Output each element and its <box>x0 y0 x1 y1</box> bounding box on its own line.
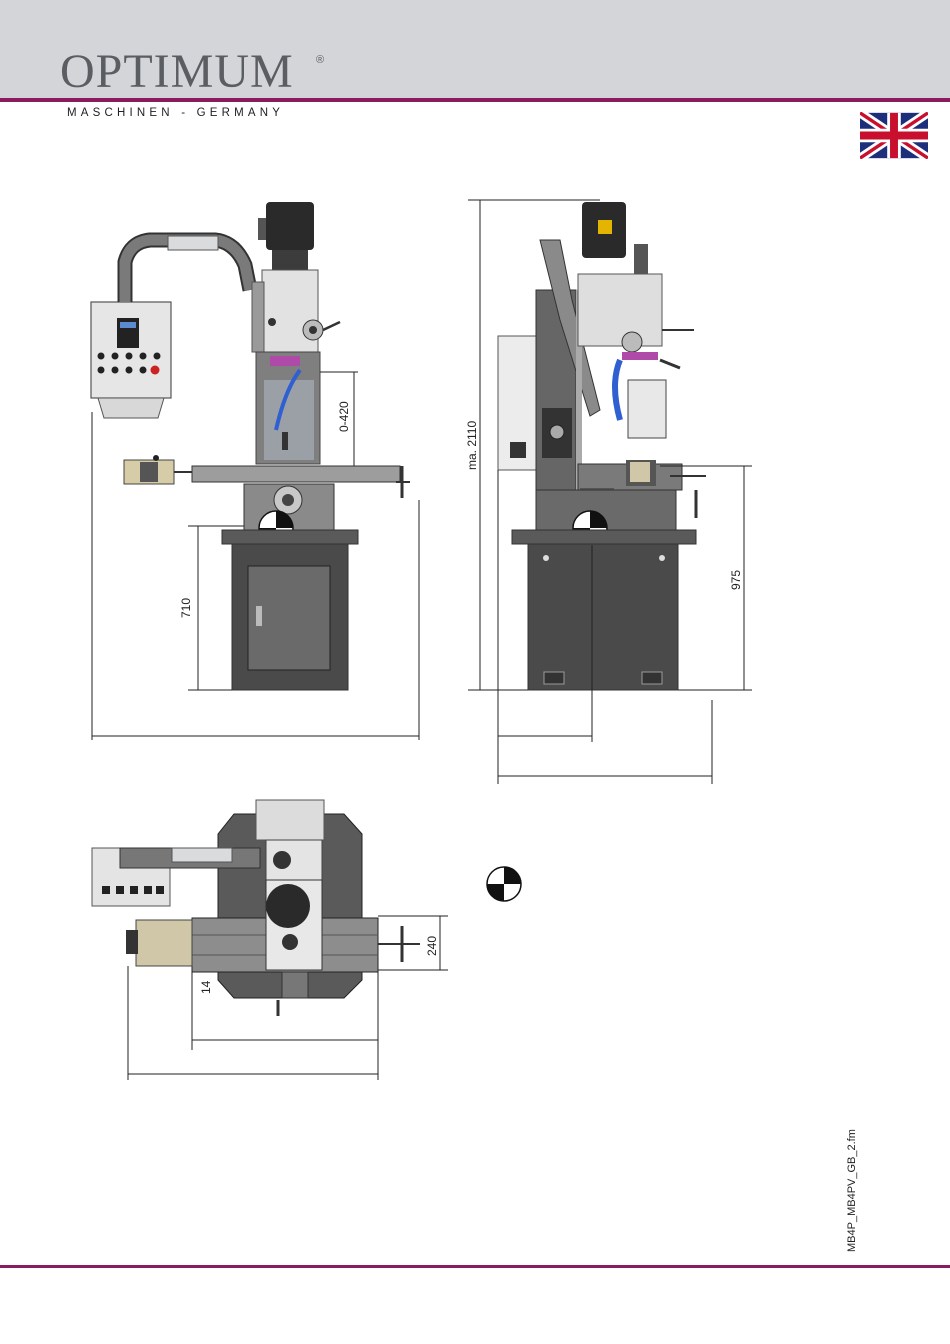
dim-column-height: 710 <box>179 598 193 618</box>
top-view: 240 14 <box>92 800 448 1080</box>
control-panel-front <box>91 302 171 398</box>
dim-slot-width: 14 <box>199 980 213 994</box>
front-view: 0-420 710 <box>91 202 419 740</box>
dim-head-travel: 0-420 <box>337 401 351 432</box>
dim-table-height: 975 <box>729 570 743 590</box>
footer-accent-line <box>0 1265 950 1268</box>
side-view: ma. 2110 975 <box>465 200 752 784</box>
file-code: MB4P_MB4PV_GB_2.fm <box>846 1129 858 1252</box>
center-of-gravity-icon <box>487 867 521 901</box>
dim-max-height: ma. 2110 <box>465 421 479 470</box>
dim-table-depth: 240 <box>425 936 439 956</box>
